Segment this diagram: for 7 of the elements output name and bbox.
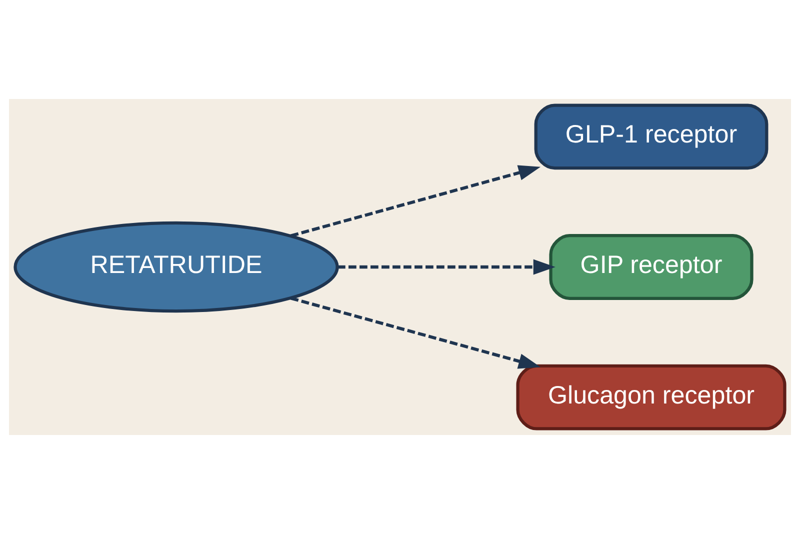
- arrow: [290, 164, 541, 237]
- arrow: [290, 296, 541, 368]
- arrow: [338, 258, 556, 274]
- node-ellipse: RETATRUTIDE: [14, 220, 339, 312]
- node-box: GIP receptor: [549, 234, 754, 300]
- node-box: GLP-1 receptor: [534, 103, 768, 170]
- node-box: Glucagon receptor: [516, 364, 786, 430]
